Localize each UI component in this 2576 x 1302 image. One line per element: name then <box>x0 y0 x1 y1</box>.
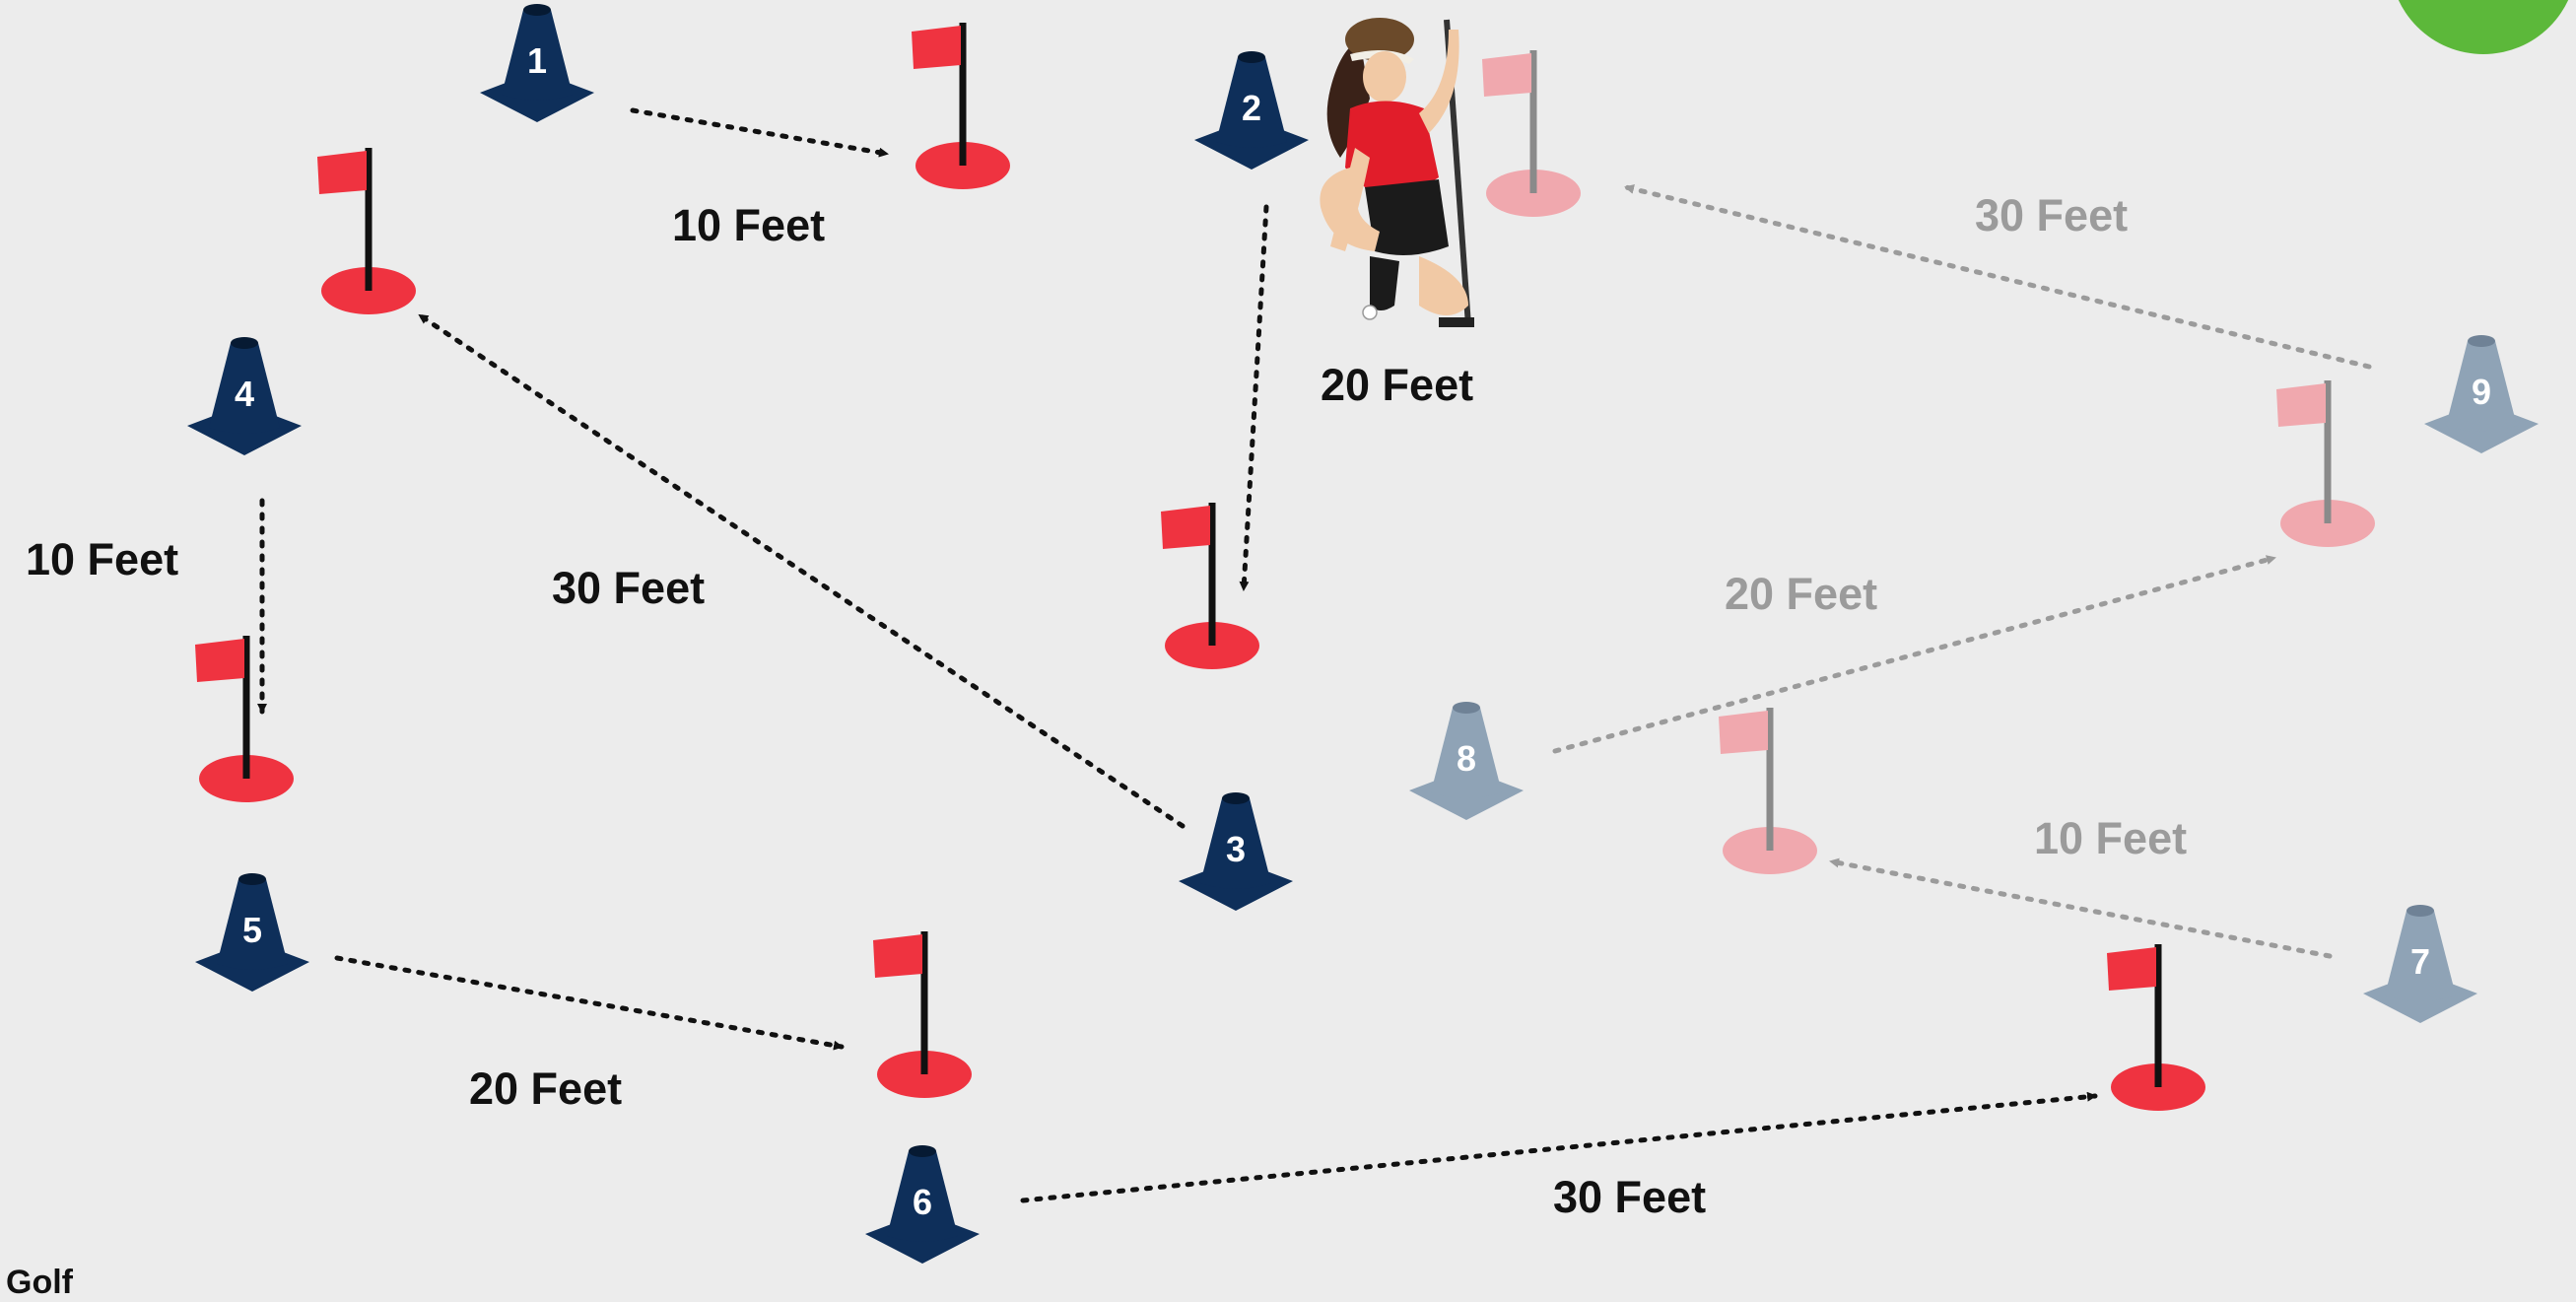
holes-layer <box>195 23 2375 1111</box>
distance-label-station-6: 30 Feet <box>1553 1172 1706 1222</box>
cone-number-8: 8 <box>1457 738 1476 779</box>
arrow-station-3 <box>420 315 1183 826</box>
distance-label-station-9: 30 Feet <box>1975 190 2128 240</box>
distance-label-station-1: 10 Feet <box>672 200 825 250</box>
training-cone-icon: 2 <box>1194 51 1309 170</box>
training-cone-icon: 9 <box>2424 335 2539 453</box>
flagstick-hole-icon <box>1482 50 1581 217</box>
arrow-station-5 <box>337 958 842 1047</box>
training-cone-icon: 8 <box>1409 702 1524 820</box>
arrow-station-8 <box>1555 558 2274 751</box>
cone-number-6: 6 <box>913 1182 932 1222</box>
flagstick-hole-icon <box>317 148 416 314</box>
flagstick-hole-icon <box>195 636 294 802</box>
training-cone-icon: 3 <box>1179 792 1293 911</box>
training-cone-icon: 5 <box>195 873 309 992</box>
training-cone-icon: 7 <box>2363 905 2477 1023</box>
flagstick-hole-icon <box>2276 380 2375 547</box>
cone-number-1: 1 <box>527 40 547 81</box>
footer-caption: Golf <box>6 1264 73 1302</box>
green-circle-badge <box>2390 0 2576 54</box>
training-cone-icon: 6 <box>865 1145 980 1264</box>
training-cone-icon: 1 <box>480 4 594 122</box>
arrow-station-1 <box>633 110 887 154</box>
cone-number-3: 3 <box>1226 829 1246 869</box>
distance-label-station-4: 10 Feet <box>26 534 178 584</box>
distance-label-station-8: 20 Feet <box>1725 569 1877 619</box>
arrow-station-2 <box>1244 207 1266 589</box>
flagstick-hole-icon <box>1161 503 1259 669</box>
flagstick-hole-icon <box>2107 944 2205 1111</box>
flagstick-hole-icon <box>1719 708 1817 874</box>
distance-label-station-2: 20 Feet <box>1321 360 1473 410</box>
distance-label-station-7: 10 Feet <box>2034 813 2187 863</box>
cone-number-7: 7 <box>2410 941 2430 982</box>
arrow-station-7 <box>1831 861 2330 956</box>
flagstick-hole-icon <box>873 931 972 1098</box>
distance-labels: 10 Feet 20 Feet 30 Feet 10 Feet 20 Feet … <box>26 190 2187 1222</box>
cone-number-9: 9 <box>2472 372 2491 412</box>
training-cone-icon: 4 <box>187 337 302 455</box>
flagstick-hole-icon <box>912 23 1010 189</box>
cone-number-4: 4 <box>235 374 254 414</box>
distance-label-station-3: 30 Feet <box>552 563 705 613</box>
cone-number-5: 5 <box>242 910 262 950</box>
golfer-reading-green-icon <box>1320 18 1474 327</box>
cone-number-2: 2 <box>1242 88 1261 128</box>
distance-label-station-5: 20 Feet <box>469 1063 622 1114</box>
drill-arrows <box>262 110 2369 1200</box>
